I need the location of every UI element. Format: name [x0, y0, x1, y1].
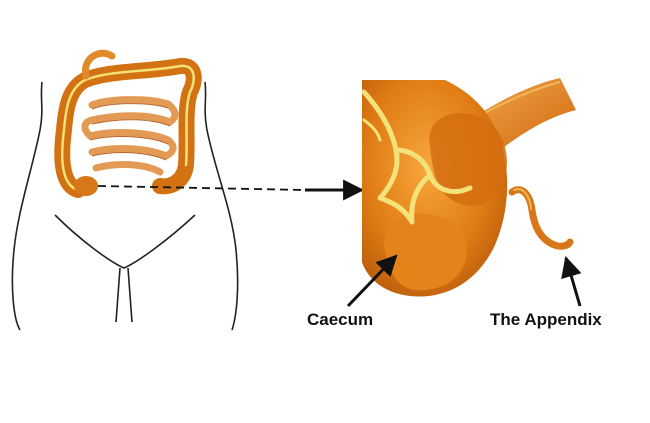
- leg-inner-left: [115, 267, 121, 323]
- appendix-closeup: [508, 186, 574, 250]
- dashed-pointer: [97, 185, 306, 191]
- caecum-arrow: [346, 254, 398, 308]
- small-intestine-coils: [81, 96, 179, 176]
- caecum-bottom: [384, 213, 467, 291]
- colon-top-loop: [81, 49, 116, 80]
- body-outline: [11, 81, 239, 331]
- coil-outlines: [89, 103, 171, 161]
- caecum-overview: [74, 176, 98, 196]
- caecum-label: Caecum: [307, 310, 374, 329]
- groin-line: [54, 214, 196, 269]
- colon-frame-highlight: [61, 64, 195, 192]
- body-left-side: [11, 81, 43, 331]
- appendix-arrow: [561, 255, 582, 307]
- appendix-label: The Appendix: [490, 310, 602, 329]
- caecum-closeup: [361, 78, 576, 297]
- taenia-fat-band: [361, 89, 473, 225]
- leg-inner-right: [127, 267, 133, 323]
- small-intestine-overview: [54, 49, 202, 198]
- body-right-side: [204, 81, 239, 331]
- caecum-upper-bulge: [429, 113, 507, 206]
